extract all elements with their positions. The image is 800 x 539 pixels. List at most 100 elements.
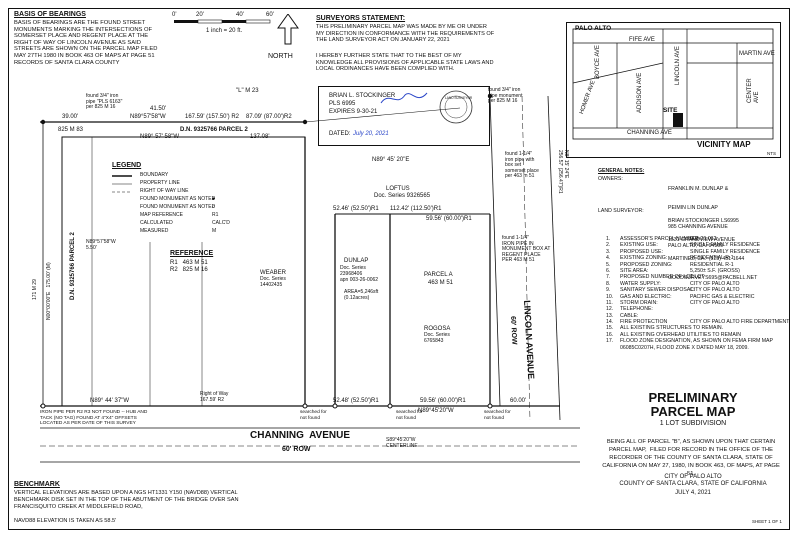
note-label: STORM DRAIN: xyxy=(620,299,658,306)
note-number: 8. xyxy=(606,280,611,287)
legend-item: BOUNDARY xyxy=(140,172,240,180)
label-d8: 137.08' xyxy=(250,134,270,140)
legend-item: RIGHT OF WAY LINE xyxy=(140,188,240,196)
label-n89a: N89° 45' 20"E xyxy=(372,157,410,163)
label-seg3: 59.56' (60.00')R1 xyxy=(426,216,472,222)
surveyor-title: SURVEYORS STATEMENT: xyxy=(316,15,406,22)
note-number: 11. xyxy=(606,299,613,306)
legend-item-label: FOUND MONUMENT AS NOTED xyxy=(140,196,216,202)
title-description: BEING ALL OF PARCEL "B", AS SHOWN UPON T… xyxy=(602,439,782,477)
monument-5 xyxy=(332,403,338,409)
note-label: CABLE: xyxy=(620,312,639,319)
note-value: CITY OF PALO ALTO xyxy=(690,280,740,287)
note-item: 6.SITE AREA:5,250± S.F. (GROSS) xyxy=(598,268,788,274)
note-number: 10. xyxy=(606,293,614,300)
title-county: COUNTY OF SANTA CLARA, STATE OF CALIFORN… xyxy=(619,481,767,487)
label-iron-bot: IRON PIPE PER R2 R3 NOT FOUND -- HUB AND… xyxy=(40,410,148,427)
monument-3 xyxy=(487,93,493,99)
note-label: FIRE PROTECTION xyxy=(620,319,668,326)
legend-item: FOUND MONUMENT AS NOTED○ xyxy=(140,204,240,212)
basis-title: BASIS OF BEARINGS xyxy=(14,11,86,18)
monument-6 xyxy=(387,403,393,409)
note-value: RESIDENTIAL R-1 xyxy=(690,261,734,268)
note-value: CITY OF PALO ALTO FIRE DEPARTMENT xyxy=(690,319,790,326)
reference-r2: R2 825 M 16 xyxy=(170,267,208,273)
reference-title: REFERENCE xyxy=(170,250,214,257)
note-number: 5. xyxy=(606,261,611,268)
label-centerline: S89°45'20"W CENTERLINE xyxy=(386,437,418,449)
benchmark-text: VERTICAL ELEVATIONS ARE BASED UPON A NGS… xyxy=(14,490,241,510)
owner-line: FRANKLIN M. DUNLAP & xyxy=(668,185,729,192)
note-number: 7. xyxy=(606,274,611,281)
label-d5: 87.09' (87.00')R2 xyxy=(246,114,292,120)
legend-box xyxy=(108,160,238,242)
land-surveyor-label: LAND SURVEYOR: xyxy=(598,208,644,214)
label-parcel-a: PARCEL A xyxy=(424,272,453,278)
vicinity-street-channing: CHANNING AVE xyxy=(627,130,672,136)
scale-tick-20: 20' xyxy=(196,12,204,18)
label-seg1: 52.46' (52.50')R1 xyxy=(333,206,379,212)
note-label: ALL EXISTING OVERHEAD UTILITIES TO REMAI… xyxy=(620,331,741,338)
note-number: 3. xyxy=(606,248,611,255)
monument-2 xyxy=(302,119,308,125)
legend-item-symbol: ○ xyxy=(212,204,216,210)
label-loftus-doc: Doc. Series 9326565 xyxy=(374,193,431,199)
surveyor-p1: THIS PRELIMINARY PARCEL MAP WAS MADE BY … xyxy=(316,24,496,44)
label-loftus: LOFTUS xyxy=(386,186,410,192)
owner-line: PEIMIN LIN DUNLAP xyxy=(668,205,718,212)
note-item: 7. PROPOSED NUMBER OF LOT:1 LOT xyxy=(598,274,788,280)
signature-scribble xyxy=(380,92,428,104)
vicinity-map: PALO ALTO FIFE AVE MARTIN AVE BOYCE AVE … xyxy=(566,22,781,158)
surveyor-expires: EXPIRES 9-30-21 xyxy=(329,109,378,115)
monument-1 xyxy=(40,119,46,125)
label-d1: 39.00' xyxy=(62,114,79,120)
label-d4: 167.59' (157.50') R2 xyxy=(185,114,239,120)
note-number: 1. xyxy=(606,236,611,242)
legend-item-symbol: M xyxy=(212,228,217,234)
lincoln-east-row xyxy=(547,95,561,421)
note-value: RESIDENTIAL R-1 xyxy=(690,255,734,262)
scale-tick-0: 0' xyxy=(172,12,177,18)
monument-8 xyxy=(40,403,46,409)
legend-item-symbol: CALC'D xyxy=(212,220,230,226)
note-item: 9.SANITARY SEWER DISPOSAL:CITY OF PALO A… xyxy=(598,287,788,293)
note-value: SINGLE FAMILY RESIDENCE xyxy=(690,248,761,255)
note-label: FLOOD ZONE DESIGNATION, AS SHOWN ON FEMA… xyxy=(620,338,773,345)
note-number: 6. xyxy=(606,267,611,274)
title-line1: PRELIMINARY xyxy=(648,390,738,405)
monument-4 xyxy=(302,403,308,409)
legend-item-symbol: R1 xyxy=(212,212,219,218)
vicinity-nts: NTS xyxy=(767,151,776,156)
note-label: PROPOSED NUMBER OF LOT: xyxy=(620,274,695,281)
note-value: 1 LOT xyxy=(690,274,705,281)
basis-text: BASIS OF BEARINGS ARE THE FOUND STREET M… xyxy=(14,20,160,66)
label-found-right1: found 1-1/4" iron pipe with box set some… xyxy=(505,151,539,180)
surveyor-seal-icon xyxy=(439,90,473,124)
note-label: PROPOSED USE: xyxy=(620,248,663,255)
note-item: 10.GAS AND ELECTRIC:PACIFIC GAS & ELECTR… xyxy=(598,294,788,300)
scale-note: 1 inch = 20 ft. xyxy=(206,28,243,34)
surveyor-pls: PLS 6995 xyxy=(329,101,356,107)
label-row-bottom: Right of Way 167.59' R2 xyxy=(200,391,229,403)
monument-7 xyxy=(487,403,493,409)
legend-item: FOUND MONUMENT AS NOTED● xyxy=(140,196,240,204)
label-left2: 171 M 29 xyxy=(32,279,38,300)
label-d3: N89°57'58"W xyxy=(130,114,166,120)
note-item: 3. PROPOSED USE: SINGLE FAMILY RESIDENCE xyxy=(598,249,788,255)
label-dn-parcel2: D.N. 9325766 PARCEL 2 xyxy=(70,232,76,300)
legend-item-label: PROPERTY LINE xyxy=(140,180,180,186)
reference-r1: R1 463 M 51 xyxy=(170,260,208,266)
scale-graphic xyxy=(174,19,271,24)
surveyor-line: BRIAN STOCKINGER LS6995 xyxy=(668,217,739,224)
label-rightside: N8° 15' 24"E 256.57' (256.47')R1 xyxy=(557,150,569,194)
owners-block: FRANKLIN M. DUNLAP & PEIMIN LIN DUNLAP 9… xyxy=(668,173,728,263)
note-item: 11.STORM DRAIN:CITY OF PALO ALTO xyxy=(598,300,788,306)
label-channing: CHANNING AVENUE xyxy=(250,430,351,441)
label-d7: N89° 57' 58"W xyxy=(140,134,180,140)
seal-text: LAND SURVEYOR xyxy=(445,96,473,100)
owner-line: PALO ALTO, CA. 94109 xyxy=(668,243,724,250)
label-dn: D.N. 9325766 PARCEL 2 xyxy=(180,127,248,133)
title-line2: PARCEL MAP xyxy=(650,404,736,419)
